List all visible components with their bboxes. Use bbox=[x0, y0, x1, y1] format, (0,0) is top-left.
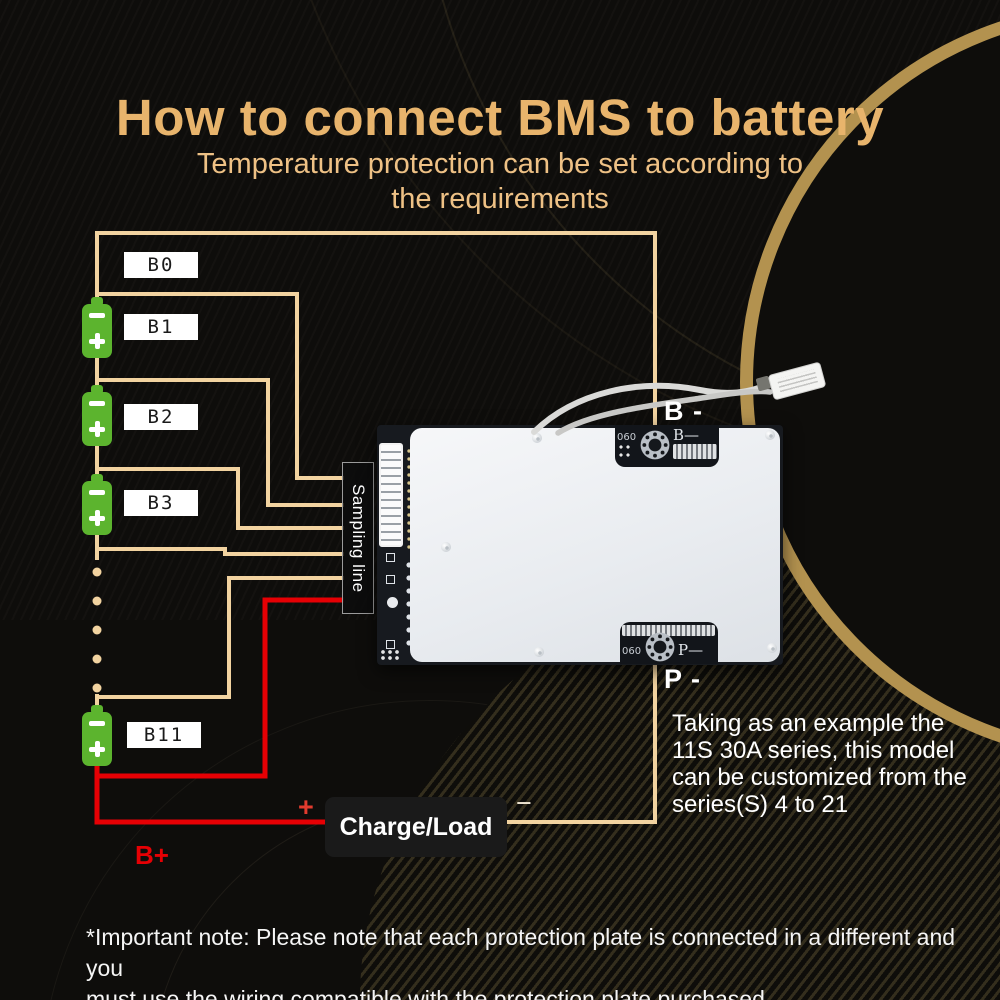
solder-pad-strip bbox=[673, 444, 717, 459]
pcb-code-text: 060 bbox=[617, 432, 637, 443]
cover-dimple bbox=[534, 647, 544, 657]
cell-label-b11: B11 bbox=[127, 722, 201, 748]
page-subtitle: Temperature protection can be set accord… bbox=[196, 148, 804, 215]
b-minus-label: B - bbox=[664, 396, 703, 426]
cell-label-b0: B0 bbox=[124, 252, 198, 278]
p-minus-silkscreen: P— bbox=[678, 641, 704, 659]
pcb-code-text: 060 bbox=[622, 646, 642, 657]
battery-terminal-icon bbox=[91, 474, 103, 483]
charge-load-label: Charge/Load bbox=[325, 797, 507, 857]
pcb-silk-square bbox=[386, 640, 395, 649]
pcb-silk-square bbox=[386, 553, 395, 562]
series-description: Taking as an example the 11S 30A series,… bbox=[672, 710, 967, 818]
b-minus-silkscreen: B— bbox=[673, 426, 700, 444]
mount-pad-icon bbox=[640, 430, 670, 460]
cover-dimple bbox=[441, 542, 451, 552]
pcb-pad-grid bbox=[618, 444, 632, 461]
pcb-pad-column bbox=[405, 559, 414, 653]
cell-label-b1: B1 bbox=[124, 314, 198, 340]
cover-dimple bbox=[532, 433, 542, 443]
battery-terminal-icon bbox=[91, 297, 103, 306]
b-minus-pad-area: 060 B— bbox=[615, 425, 719, 467]
cover-dimple bbox=[767, 643, 777, 653]
board-cover bbox=[410, 428, 780, 662]
battery-minus-icon bbox=[89, 490, 105, 495]
cell-label-b2: B2 bbox=[124, 404, 198, 430]
p-minus-pad-area: P— 060 bbox=[620, 622, 718, 664]
p-minus-label: P - bbox=[664, 664, 702, 694]
battery-icon bbox=[82, 474, 112, 535]
battery-minus-icon bbox=[89, 721, 105, 726]
page-title: How to connect BMS to battery bbox=[115, 89, 885, 146]
pcb-silk-square bbox=[386, 575, 395, 584]
cell-label-b3: B3 bbox=[124, 490, 198, 516]
battery-plus-icon bbox=[89, 421, 105, 437]
cover-dimple bbox=[765, 430, 775, 440]
mount-pad-icon bbox=[645, 632, 675, 662]
battery-icon bbox=[82, 705, 112, 766]
balance-connector bbox=[379, 443, 403, 547]
bms-board: 060 B— P— 060 bbox=[377, 425, 783, 665]
charge-plus-label: + bbox=[298, 792, 314, 822]
battery-plus-icon bbox=[89, 741, 105, 757]
battery-icon bbox=[82, 385, 112, 446]
charge-minus-label: − bbox=[516, 788, 532, 818]
pcb-test-point bbox=[387, 597, 398, 608]
temp-sensor-markings bbox=[776, 369, 819, 393]
important-note: *Important note: Please note that each p… bbox=[86, 924, 956, 1000]
battery-minus-icon bbox=[89, 313, 105, 318]
b-plus-label: B+ bbox=[135, 840, 169, 870]
battery-terminal-icon bbox=[91, 705, 103, 714]
battery-terminal-icon bbox=[91, 385, 103, 394]
pcb-corner-pads bbox=[380, 649, 400, 661]
pcb-pad-column bbox=[406, 447, 412, 551]
solder-pad-strip bbox=[622, 625, 715, 636]
battery-plus-icon bbox=[89, 333, 105, 349]
battery-icon bbox=[82, 297, 112, 358]
battery-minus-icon bbox=[89, 401, 105, 406]
sampling-line-label: Sampling line bbox=[342, 462, 374, 614]
battery-plus-icon bbox=[89, 510, 105, 526]
